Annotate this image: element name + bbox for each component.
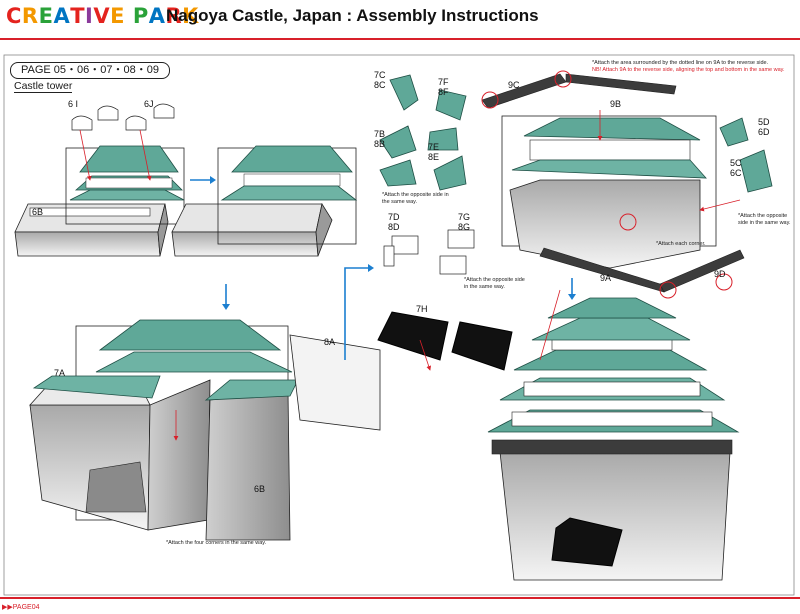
brand-letter: E (38, 4, 54, 28)
note-opposite-2: *Attach the opposite side in the same wa… (464, 277, 525, 290)
label-6B-second: 6B (254, 484, 266, 494)
label-9A: 9A (600, 273, 612, 283)
note-each-corner: *Attach each corner. (656, 241, 706, 247)
label-8G: 8G (458, 222, 471, 232)
label-5C: 5C (730, 158, 742, 168)
label-8F: 8F (438, 87, 449, 97)
label-9B: 9B (610, 99, 622, 109)
step-arrow-3 (344, 267, 368, 360)
label-7B: 7B (374, 129, 386, 139)
brand-letter: C (6, 4, 22, 28)
brand-letter: E (110, 4, 125, 28)
brand-letter: T (70, 4, 86, 28)
upper-tower (481, 73, 773, 293)
label-8C: 8C (374, 80, 386, 90)
brand-letter: P (132, 4, 149, 28)
step3-tower (29, 319, 381, 541)
header: CREATIVE PARK Nagoya Castle, Japan : Ass… (0, 0, 800, 36)
brand-letter: V (93, 4, 111, 28)
label-8B: 8B (374, 139, 386, 149)
label-8E: 8E (428, 152, 440, 162)
note-dotted-area: *Attach the area surrounded by the dotte… (592, 60, 769, 66)
top-divider (0, 38, 800, 40)
label-6I: 6 I (68, 99, 79, 109)
label-9D: 9D (714, 269, 726, 279)
label-5D: 5D (758, 117, 770, 127)
label-6J: 6J (144, 99, 154, 109)
final-castle (487, 297, 740, 581)
page-frame (3, 54, 795, 596)
label-7A: 7A (54, 368, 66, 378)
brand-letter: K (182, 4, 199, 28)
note-opposite-3: *Attach the opposite side in the same wa… (738, 213, 791, 226)
label-7E: 7E (428, 142, 440, 152)
label-6B: 6B (32, 207, 44, 217)
section-title: Castle tower (14, 80, 73, 93)
label-6D: 6D (758, 127, 770, 137)
roof-parts (379, 74, 467, 191)
brand-logo: CREATIVE PARK (6, 4, 199, 28)
brand-letter: I (85, 4, 94, 28)
note-nb: NB! Attach 9A to the reverse side, align… (592, 67, 785, 73)
label-7H: 7H (416, 304, 428, 314)
highlight-circles (481, 70, 733, 299)
label-6C: 6C (730, 168, 742, 178)
label-8D: 8D (388, 222, 400, 232)
label-7G: 7G (458, 212, 471, 222)
label-7F: 7F (438, 77, 449, 87)
label-7C: 7C (374, 70, 386, 80)
brand-letter: R (165, 4, 183, 28)
note-four-corners: *Attach the four corners in the same way… (166, 540, 267, 546)
wall-parts (383, 229, 475, 275)
page-title: Nagoya Castle, Japan : Assembly Instruct… (166, 6, 539, 25)
label-8A: 8A (324, 337, 336, 347)
note-opposite-1: *Attach the opposite side in the same wa… (382, 192, 449, 205)
brand-letter: A (148, 4, 166, 28)
step1-base (14, 145, 185, 257)
step2-base (171, 145, 358, 257)
parts-6I-6J (71, 103, 175, 131)
page-range-badge: PAGE 05・06・07・08・09 (10, 62, 170, 79)
label-9C: 9C (508, 80, 520, 90)
sign-parts (377, 311, 513, 371)
brand-letter: A (53, 4, 71, 28)
label-7D: 7D (388, 212, 400, 222)
callout-lines (79, 110, 741, 441)
brand-letter: R (21, 4, 39, 28)
bottom-divider (0, 597, 800, 599)
page-footer: ▶▶PAGE04 (2, 604, 40, 611)
